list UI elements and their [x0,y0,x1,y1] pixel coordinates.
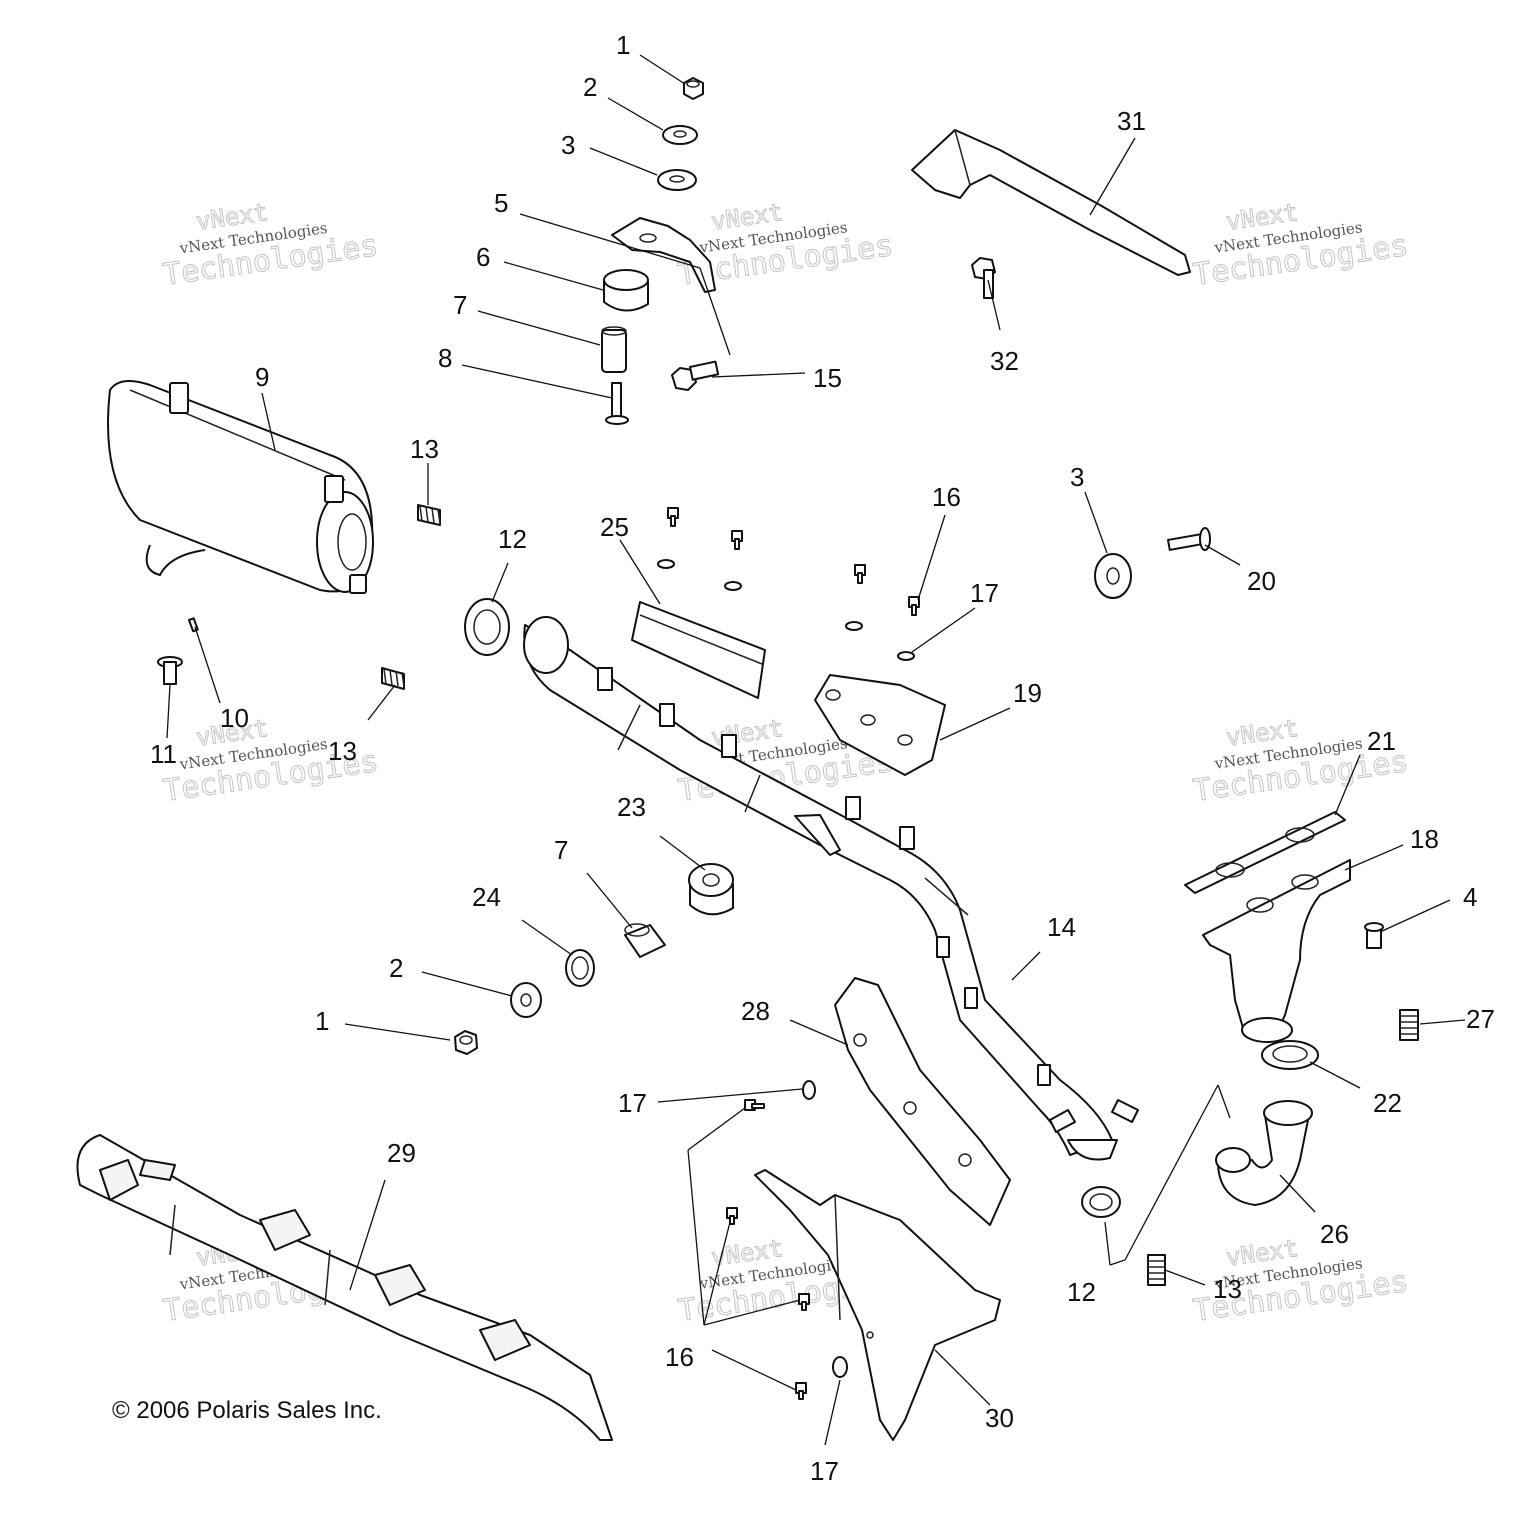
callout-7: 7 [453,290,467,320]
washer-part-17-bottom [832,1356,848,1378]
callout-5: 5 [494,188,508,218]
callout-19: 19 [1013,678,1042,708]
callout-27: 27 [1466,1004,1495,1034]
leader-lines [166,54,1466,1446]
bolt-part-8 [605,382,629,425]
spring-part-13-c [1147,1254,1166,1286]
spring-part-27 [1399,1009,1419,1041]
bolt-part-16-bottom [726,1207,810,1400]
callout-17-c: 17 [810,1456,839,1486]
gasket-part-21 [1184,811,1346,894]
muffler-part-9 [107,380,374,594]
heat-shield-part-29 [76,1134,613,1441]
gasket-part-12-bottom [1081,1186,1121,1218]
callout-3: 3 [561,130,575,160]
bolt-part-16-top [854,564,920,616]
callout-1-b: 1 [315,1006,329,1036]
callout-16-b: 16 [665,1342,694,1372]
rivet-part-11 [157,656,183,685]
callout-22: 22 [1373,1088,1402,1118]
bolt-part-32 [971,257,996,299]
watermark-top-right: vNext vNext Technologies Technologies [1190,198,1411,294]
callout-6: 6 [476,242,490,272]
callout-18: 18 [1410,824,1439,854]
washer-part-2-bottom [510,982,542,1018]
washer-part-3-mid [1094,553,1132,599]
heat-shield-part-19 [814,674,946,776]
callout-30: 30 [985,1403,1014,1433]
spring-part-13-b [381,667,405,690]
bolt-part-4 [1364,922,1384,949]
callout-12-b: 12 [1067,1277,1096,1307]
callout-32: 32 [990,346,1019,376]
callout-26: 26 [1320,1219,1349,1249]
callout-24: 24 [472,882,501,912]
callout-13-b: 13 [328,736,357,766]
callout-20: 20 [1247,566,1276,596]
copyright-notice: © 2006 Polaris Sales Inc. [112,1397,382,1424]
bracket-part-25 [631,601,766,699]
washer-part-2-top [662,125,698,145]
washer-part-24 [565,949,595,987]
nut-part-1-bottom [454,1030,478,1055]
gasket-part-22 [1261,1040,1319,1070]
callout-11: 11 [150,739,177,769]
heat-shield-part-28 [834,977,1011,1226]
callout-labels: 1 2 3 5 6 7 8 15 31 32 9 13 10 11 13 12 … [150,30,1495,1486]
callout-14: 14 [1047,912,1076,942]
callout-25: 25 [600,512,629,542]
manifold-part-18 [1202,859,1351,1043]
spring-part-13-a [417,504,441,526]
heat-shield-part-31 [911,129,1191,276]
callout-13-c: 13 [1213,1274,1242,1304]
bolt-part-15 [671,360,720,391]
callout-21: 21 [1367,726,1396,756]
grommet-part-6 [603,269,649,312]
callout-13: 13 [410,434,439,464]
callout-10: 10 [220,703,249,733]
callout-31: 31 [1117,106,1146,136]
callout-15: 15 [813,363,842,393]
callout-17: 17 [970,578,999,608]
callout-23: 23 [617,792,646,822]
bracket-part-5 [611,217,716,293]
callout-1: 1 [616,30,630,60]
callout-3-b: 3 [1070,462,1084,492]
gasket-part-12-top [464,598,510,656]
screws-part-25-hardware [657,507,743,591]
watermark-top-center: vNext vNext Technologies Technologies [675,198,896,294]
head-pipe-part-14 [523,616,1139,1161]
callout-2-b: 2 [389,953,403,983]
callout-2: 2 [583,72,597,102]
callout-29: 29 [387,1138,416,1168]
callout-9: 9 [255,362,269,392]
callout-8: 8 [438,343,452,373]
pin-part-10 [187,617,199,633]
callout-28: 28 [741,996,770,1026]
callout-7-b: 7 [554,835,568,865]
bushing-part-7-top [601,326,627,373]
callout-12: 12 [498,524,527,554]
callout-16: 16 [932,482,961,512]
washer-part-17-mid [802,1080,816,1100]
nut-part-1-top [683,77,704,100]
washer-part-3-top [657,169,697,191]
heat-shield-part-30 [754,1169,1001,1441]
bolt-part-16-mid [744,1099,765,1111]
grommet-part-23 [688,863,734,916]
callout-4: 4 [1463,882,1477,912]
callout-17-b: 17 [618,1088,647,1118]
bushing-part-7-bottom [624,923,666,958]
washer-part-17-top [845,621,915,661]
elbow-pipe-part-26 [1215,1100,1313,1206]
watermark-top-left: vNext vNext Technologies Technologies [160,198,381,294]
bolt-part-20 [1167,527,1211,551]
